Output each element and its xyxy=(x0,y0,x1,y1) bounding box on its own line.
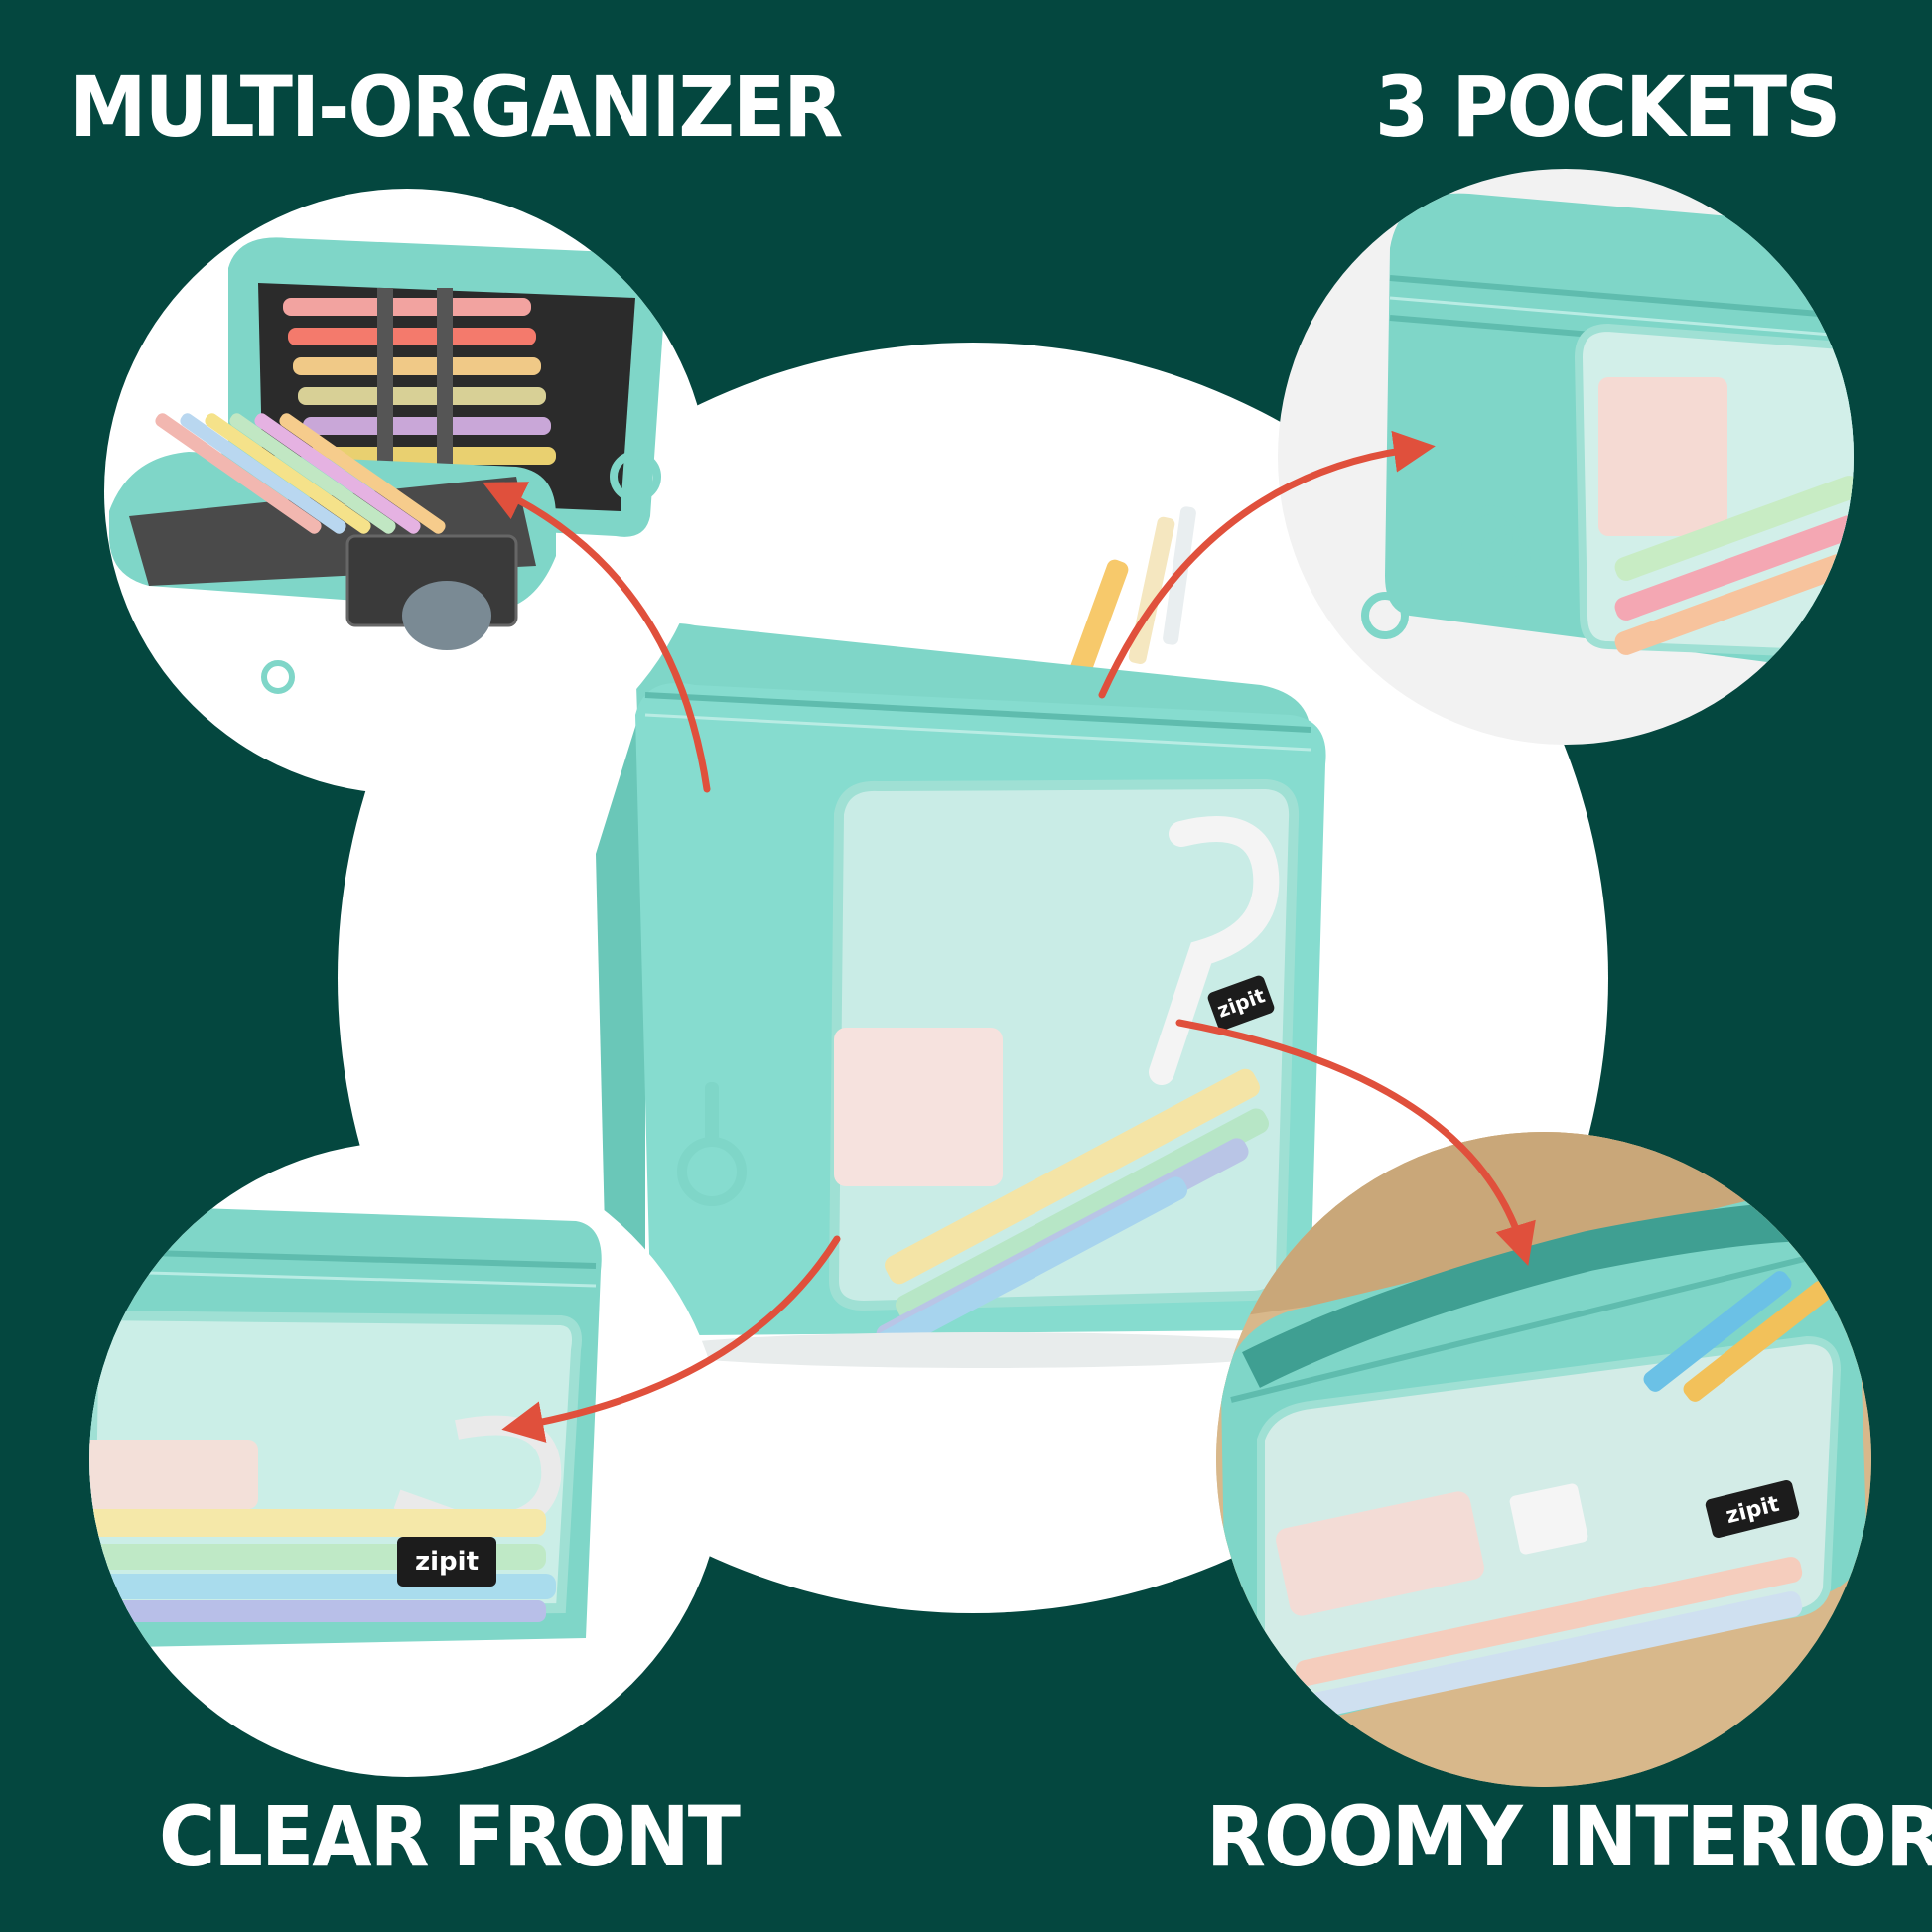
3-pockets-image xyxy=(1361,193,1854,675)
center-product-image: zipit xyxy=(596,506,1326,1368)
roomy-interior-image: zipit xyxy=(1216,1132,1871,1787)
label-roomy-interior: ROOMY INTERIOR xyxy=(1206,1789,1932,1886)
arrow-to-clear-front-icon xyxy=(501,1235,841,1443)
arrow-to-3-pockets-icon xyxy=(1098,430,1436,699)
label-multi-organizer: MULTI-ORGANIZER xyxy=(69,60,843,157)
arrow-to-multi-organizer-icon xyxy=(483,482,711,793)
arrow-to-roomy-interior-icon xyxy=(1175,1019,1536,1267)
clear-front-image: zipit xyxy=(89,1206,602,1648)
multi-organizer-image xyxy=(109,237,667,694)
brand-tag-clear-front: zipit xyxy=(415,1547,479,1577)
label-3-pockets: 3 POCKETS xyxy=(1375,60,1841,157)
label-clear-front: CLEAR FRONT xyxy=(159,1789,741,1886)
